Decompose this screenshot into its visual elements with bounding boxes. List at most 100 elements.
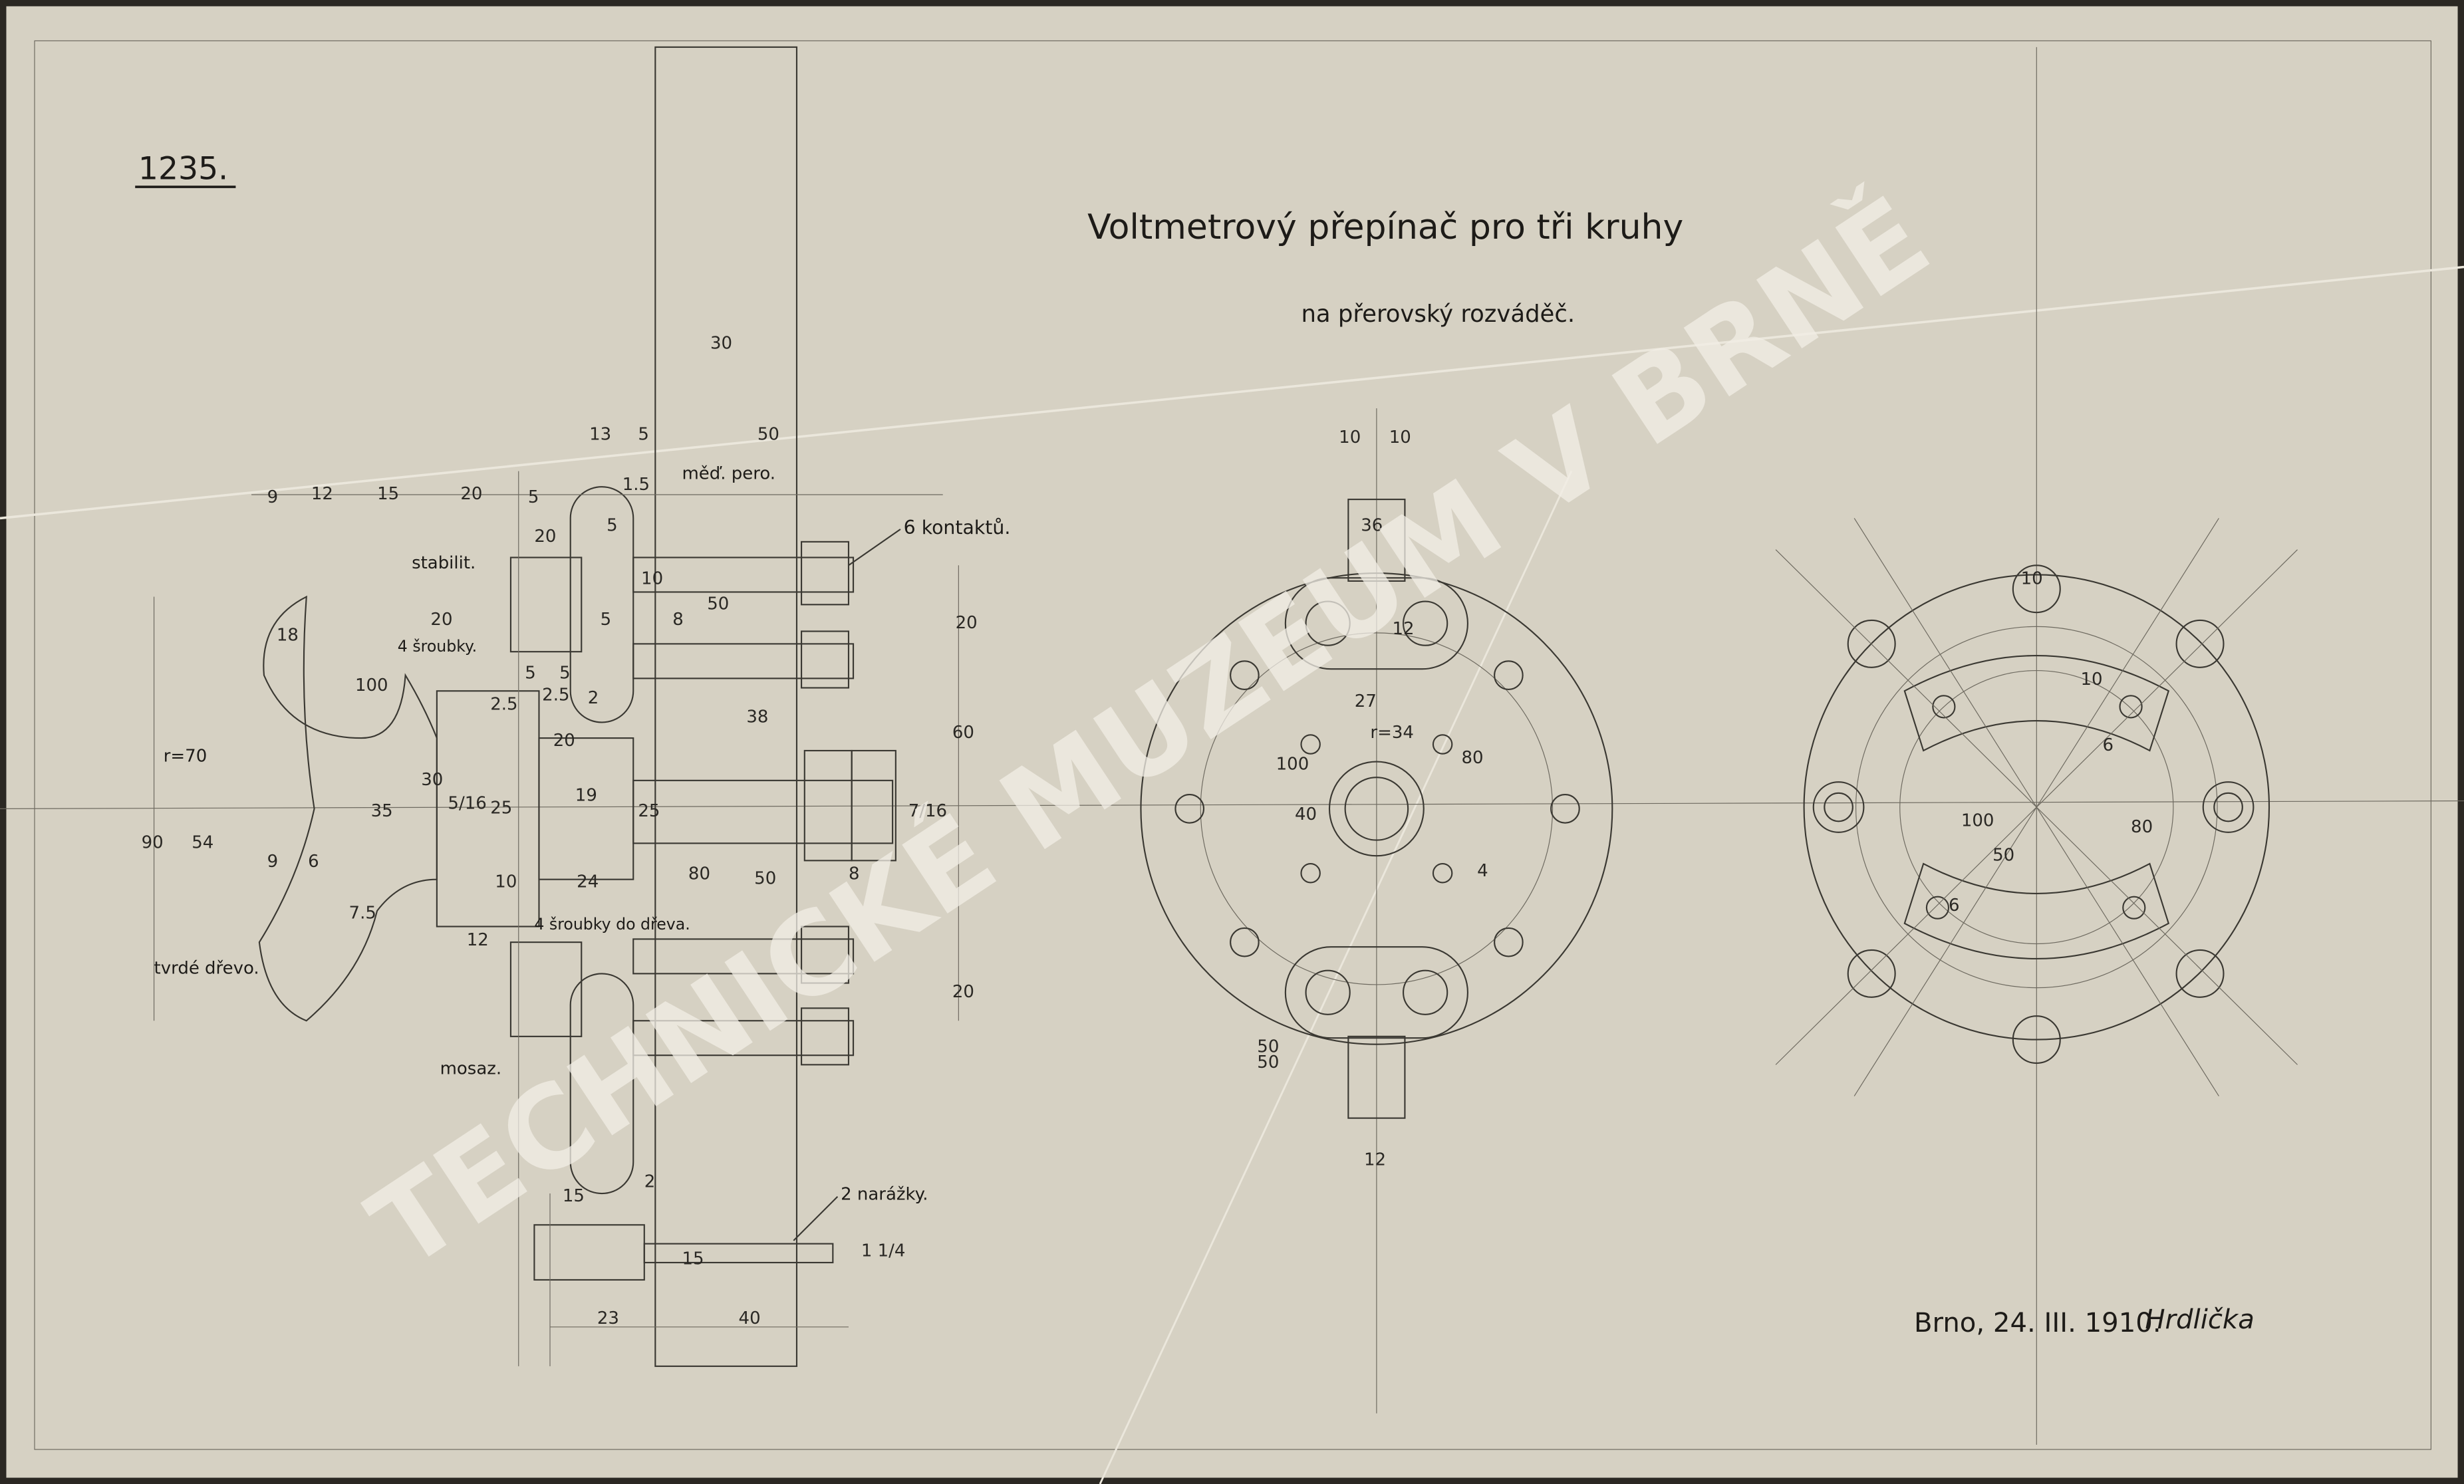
label-radius: r=70 xyxy=(164,747,207,767)
dimension-label: 5 xyxy=(607,515,618,535)
side-section-view: 9 12 15 20 5 13 5 30 50 20 1.5 5 10 5 20… xyxy=(142,46,1279,1367)
dimension-label: 60 xyxy=(952,723,974,743)
dimension-label: 15 xyxy=(563,1186,585,1206)
dimension-label: 50 xyxy=(707,594,729,614)
dimension-label: r=34 xyxy=(1370,723,1413,743)
dimension-label: 5 xyxy=(525,663,536,683)
dimension-label: 2 xyxy=(588,688,599,708)
dimension-label: 35 xyxy=(371,801,393,821)
dimension-label: 5/16 xyxy=(448,793,486,813)
dimension-label: 36 xyxy=(1361,515,1383,535)
hub xyxy=(1328,761,1425,857)
dimension-label: 2.5 xyxy=(490,695,517,715)
place-date: Brno, 24. III. 1910. xyxy=(1914,1308,2161,1338)
dimension-label: 50 xyxy=(1257,1037,1279,1056)
dimension-label: 6 xyxy=(2103,735,2114,755)
label-contacts: 6 kontaktů. xyxy=(904,517,1011,539)
dimension-label: 20 xyxy=(430,610,452,630)
stabilit-block xyxy=(509,556,583,653)
dimension-label: 2 xyxy=(644,1172,656,1192)
dimension-label: 10 xyxy=(2080,670,2102,689)
dimension-label: 54 xyxy=(192,832,213,852)
dimension-label: 10 xyxy=(495,872,517,892)
drawing-title: Voltmetrový přepínač pro tři kruhy xyxy=(1087,207,1683,247)
paper-crease xyxy=(0,265,2464,520)
dimension-label: 20 xyxy=(956,613,978,633)
label-brass: mosaz. xyxy=(440,1059,502,1079)
dimension-label: 18 xyxy=(277,626,299,646)
contact-bolts xyxy=(632,541,896,1066)
dimension-label: 19 xyxy=(575,786,597,806)
dimension-label: 23 xyxy=(597,1308,619,1328)
dimension-label: 30 xyxy=(710,333,732,353)
dimension-label: 12 xyxy=(311,484,333,504)
dimension-label: 7.5 xyxy=(349,904,376,924)
dimension-label: 5 xyxy=(559,663,571,683)
dimension-label: 7/16 xyxy=(908,801,947,821)
dimension-label: 100 xyxy=(1276,754,1309,774)
front-view: 10 10 36 12 27 r=34 100 80 40 4 50 12 xyxy=(1140,428,1613,1170)
dimension-label: 50 xyxy=(1257,1052,1279,1072)
label-hard-wood: tvrdé dřevo. xyxy=(154,958,259,978)
paper-crease xyxy=(1099,470,1573,1484)
switchboard-panel xyxy=(654,46,798,1367)
dimension-label: 8 xyxy=(849,864,860,884)
dimension-label: 1.5 xyxy=(622,475,650,495)
stop-bolt xyxy=(643,1243,834,1264)
label-stabilit: stabilit. xyxy=(412,553,476,573)
dimension-label: 1 1/4 xyxy=(861,1241,906,1261)
dimension-label: 9 xyxy=(267,852,279,872)
dimension-label: 90 xyxy=(142,832,164,852)
dimension-label: 15 xyxy=(682,1249,704,1269)
dimension-label: 9 xyxy=(267,487,279,507)
dimension-label: 6 xyxy=(308,852,319,872)
dimension-label: 20 xyxy=(460,484,482,504)
dimension-label: 10 xyxy=(641,569,663,589)
dimension-label: 25 xyxy=(638,801,660,821)
contact-holes xyxy=(1174,660,1580,957)
back-disc xyxy=(1803,574,2270,1041)
signature: Hrdlička xyxy=(2145,1304,2254,1335)
dimension-label: 10 xyxy=(1389,428,1411,447)
dimension-label: 24 xyxy=(577,872,599,892)
dimension-label: 20 xyxy=(952,982,974,1002)
drawing-number: 1235. xyxy=(138,150,228,187)
lower-contact-bridge xyxy=(1284,946,1468,1039)
lower-tab xyxy=(1347,1035,1406,1119)
drawing-subtitle: na přerovský rozváděč. xyxy=(1301,301,1575,328)
dimension-label: 2.5 xyxy=(542,685,569,705)
frame-line xyxy=(34,40,2431,1450)
dimension-label: 12 xyxy=(467,930,489,950)
dimension-label: 8 xyxy=(672,610,684,630)
dimension-label: 4 xyxy=(1477,861,1488,881)
dimension-label: 38 xyxy=(746,707,768,727)
dimension-label: 50 xyxy=(754,869,776,889)
dimension-label: 6 xyxy=(1949,896,1960,916)
dimension-label: 80 xyxy=(1461,748,1483,768)
copper-spring-upper xyxy=(569,486,634,723)
dimension-label: 15 xyxy=(377,484,399,504)
brass-block xyxy=(509,941,583,1037)
label-copper-spring: měď. pero. xyxy=(682,463,775,483)
dimension-label: 50 xyxy=(1992,845,2014,865)
dimension-label: 12 xyxy=(1364,1150,1386,1170)
dimension-label: 40 xyxy=(1295,804,1317,824)
dimension-label: 100 xyxy=(355,676,388,695)
dimension-label: 40 xyxy=(739,1308,761,1328)
front-disc xyxy=(1140,572,1613,1045)
dimension-label: 5 xyxy=(638,424,649,444)
dimension-label: 80 xyxy=(688,864,710,884)
upper-segment xyxy=(1903,655,2170,752)
dimension-label: 20 xyxy=(534,527,556,547)
dimension-label: 27 xyxy=(1355,691,1377,711)
dimension-label: 20 xyxy=(553,731,575,751)
dimension-label: 10 xyxy=(2021,569,2043,589)
label-stops: 2 narážky. xyxy=(841,1185,928,1205)
back-view: 10 10 6 100 80 50 6 xyxy=(1775,518,2298,1096)
label-wood-screws: 4 šroubky do dřeva. xyxy=(534,915,690,933)
dimension-label: 10 xyxy=(1339,428,1361,447)
dimension-label: 5 xyxy=(528,487,539,507)
hard-wood-handle xyxy=(258,595,438,1022)
